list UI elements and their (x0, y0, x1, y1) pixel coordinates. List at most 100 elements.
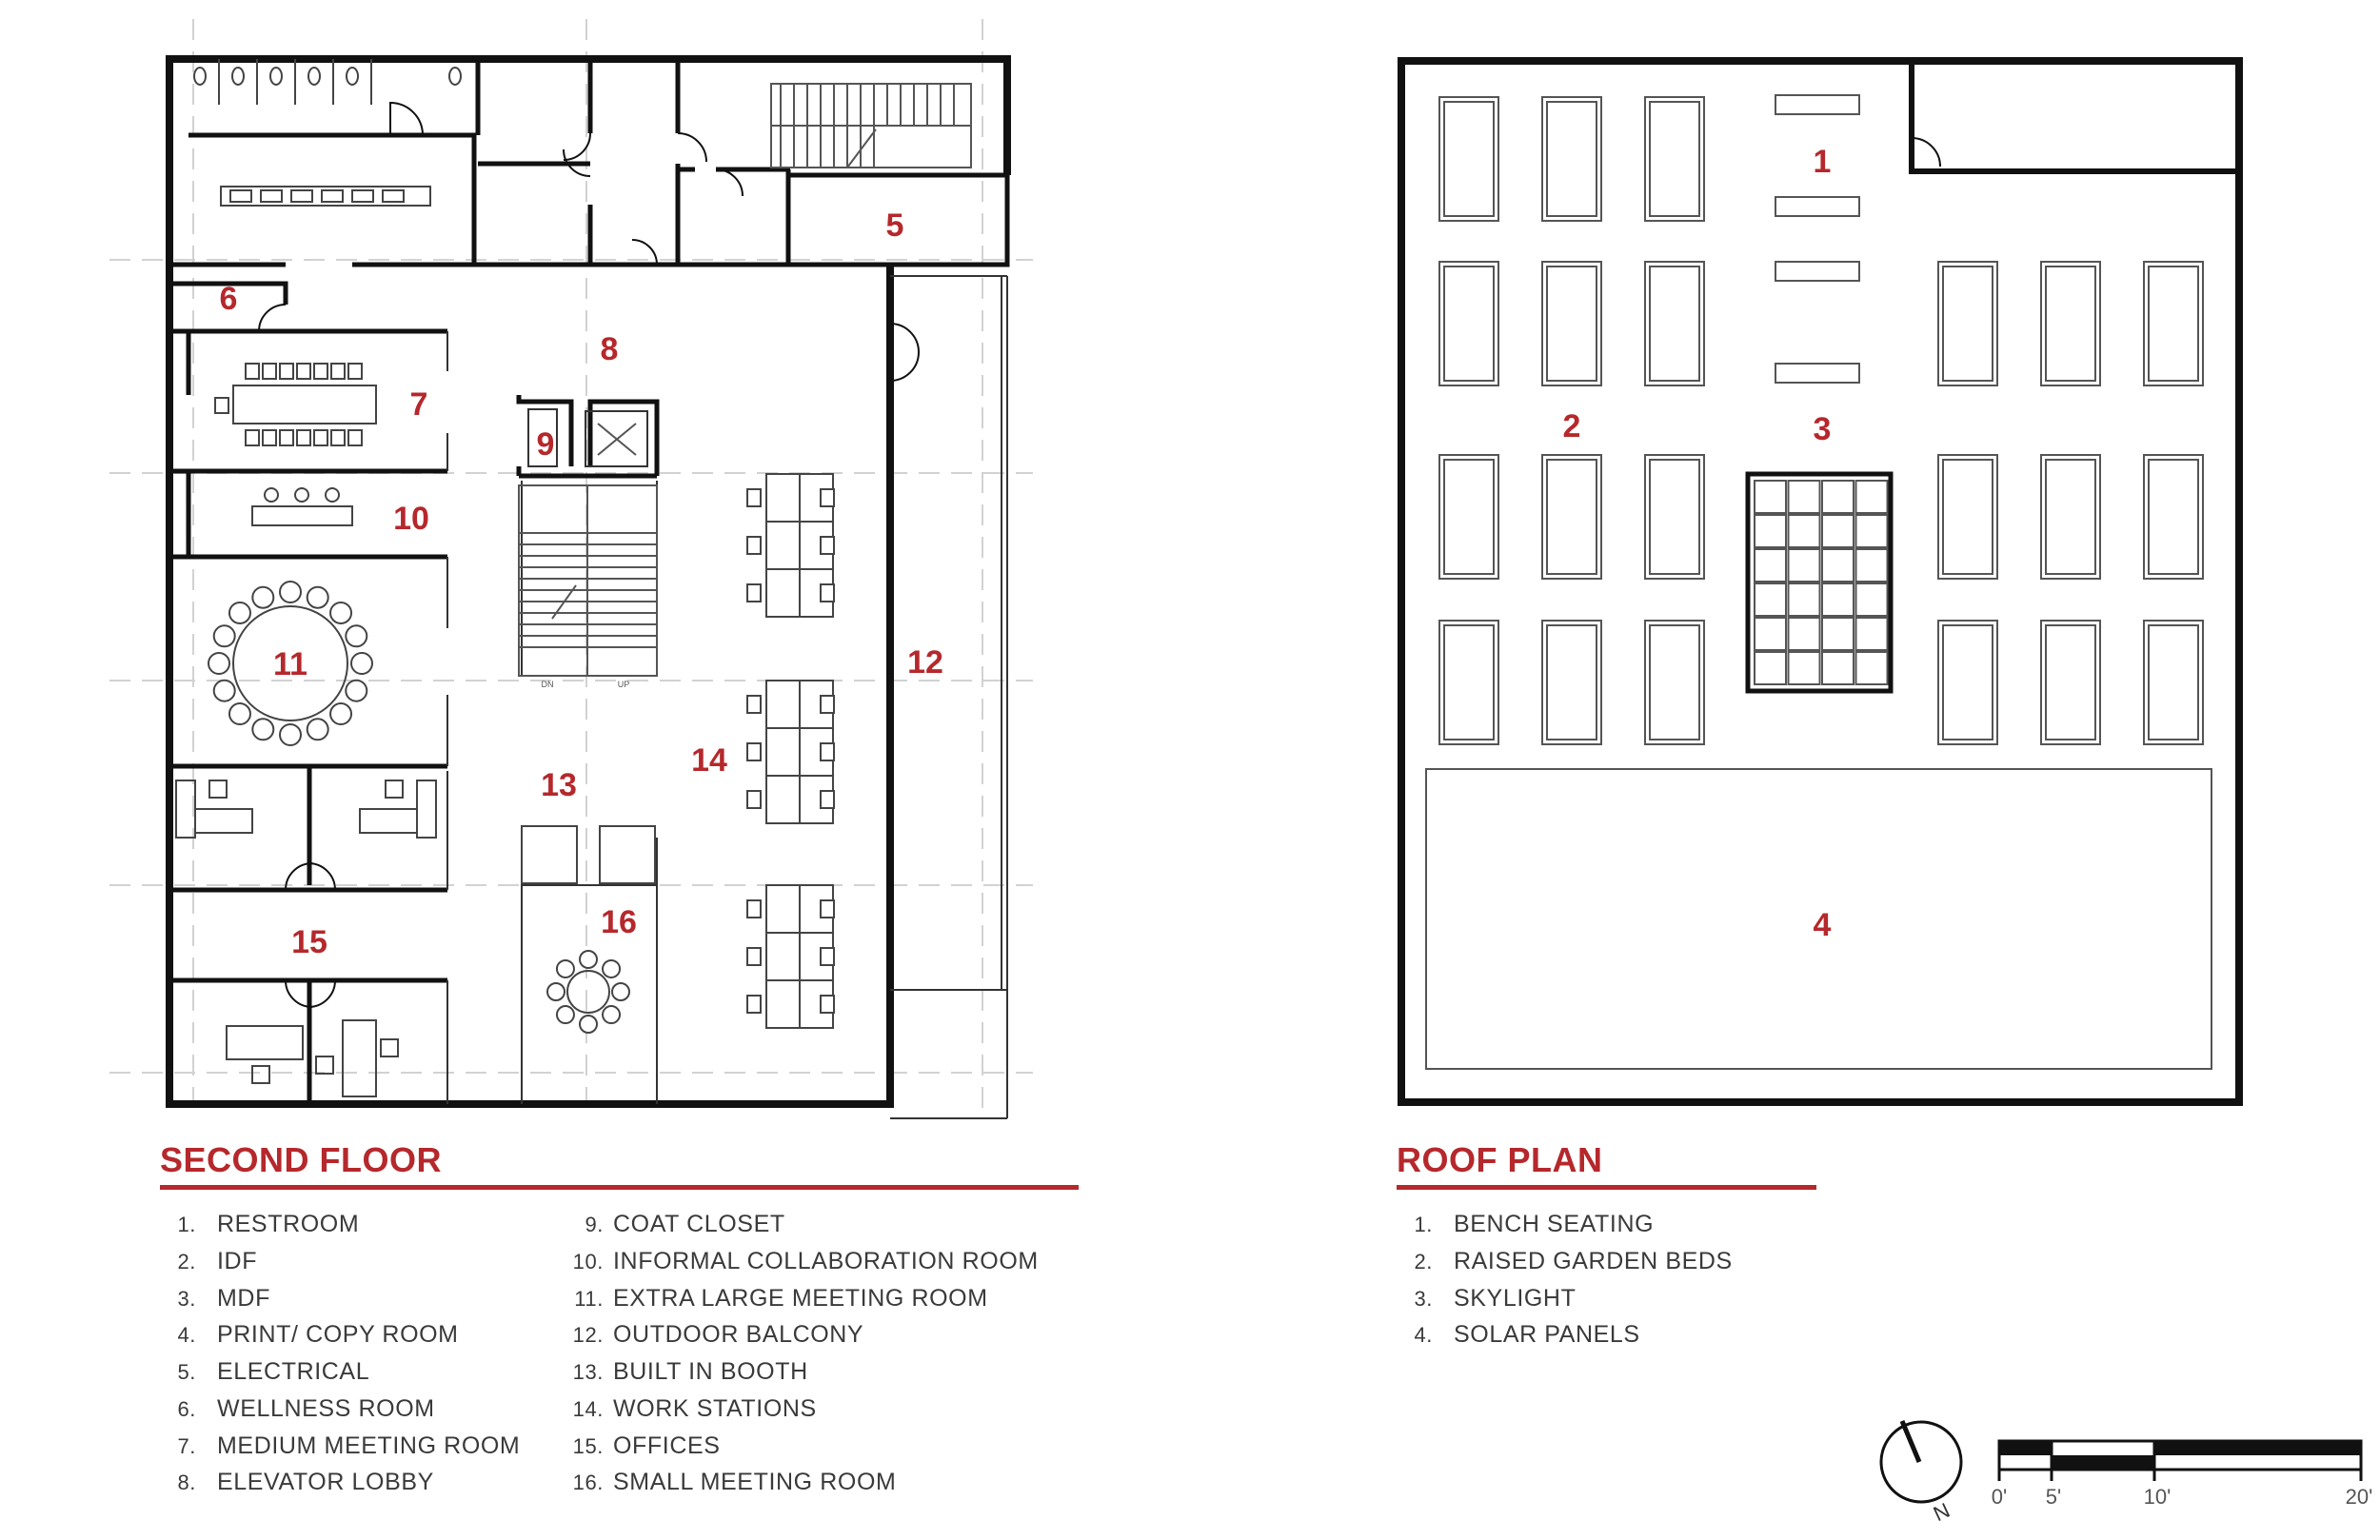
garden-bed-inner (1942, 624, 1993, 740)
desk (765, 473, 801, 523)
garden-bed-inner (1649, 459, 1700, 575)
workstation-desks (746, 473, 835, 1029)
chair (746, 583, 762, 602)
skylight-pane (1821, 617, 1854, 651)
chair (602, 958, 622, 978)
legend-item: 3.MDF (169, 1285, 520, 1322)
door-swings (258, 101, 920, 1008)
legend-item-number: 1. (1414, 1213, 1433, 1236)
skylight-pane (1754, 480, 1787, 514)
scale-tick-20: 20' (2346, 1485, 2373, 1509)
legend-item-label: MDF (217, 1284, 270, 1312)
room-tag-10: 10 (393, 501, 429, 537)
scale-tick-10: 10' (2144, 1485, 2172, 1509)
garden-bed-inner (2148, 459, 2199, 575)
legend-item-label: RAISED GARDEN BEDS (1454, 1247, 1733, 1274)
desk (765, 727, 801, 777)
legend-item-number: 4. (177, 1323, 196, 1348)
chair (746, 899, 762, 918)
skylight-pane (1787, 480, 1821, 514)
bench-seating (1775, 94, 1860, 384)
legend-item: 9.COAT CLOSET (567, 1211, 1039, 1248)
legend-item: 4.SOLAR PANELS (1406, 1321, 1733, 1358)
desk (765, 775, 801, 824)
garden-bed-inner (2148, 266, 2199, 382)
second-floor-plan: DN UP (109, 19, 1033, 1119)
legend-item-label: MEDIUM MEETING ROOM (217, 1431, 521, 1459)
legend-item-number: 16. (572, 1471, 604, 1495)
room-tag-16: 16 (601, 904, 637, 940)
legend-item-label: WELLNESS ROOM (217, 1394, 435, 1422)
legend-item-label: RESTROOM (217, 1211, 360, 1237)
skylight-pane (1754, 582, 1787, 617)
legend-item-label: WORK STATIONS (613, 1394, 817, 1422)
garden-bed-inner (2045, 624, 2096, 740)
legend-item-number: 2. (1414, 1249, 1433, 1273)
skylight-pane (1821, 651, 1854, 685)
skylight-pane (1854, 582, 1889, 617)
roof-tag-1: 1 (1814, 144, 1832, 180)
legend-item-number: 6. (177, 1396, 196, 1421)
chair (820, 695, 835, 714)
roof-plan-title-rule (1397, 1185, 1816, 1190)
skylight-pane (1854, 514, 1889, 548)
chair (228, 601, 251, 624)
garden-bed-inner (1546, 266, 1597, 382)
chair (555, 1005, 575, 1025)
legend-item-label: ELEVATOR LOBBY (217, 1469, 434, 1496)
legend-item: 1.BENCH SEATING (1406, 1211, 1733, 1248)
roof-tag-3: 3 (1814, 411, 1832, 447)
roof-tag-4: 4 (1814, 907, 1832, 943)
garden-bed (1644, 261, 1705, 386)
skylight-pane (1754, 514, 1787, 548)
garden-bed-inner (1942, 459, 1993, 575)
chair (546, 982, 565, 1001)
north-arrow-label: N (1930, 1498, 1954, 1526)
chair (746, 742, 762, 761)
skylight-pane (1854, 480, 1889, 514)
legend-item: 1.RESTROOM (169, 1211, 520, 1248)
legend-item: 4.PRINT/ COPY ROOM (169, 1321, 520, 1358)
legend-item-number: 10. (572, 1249, 604, 1273)
interior-walls (169, 59, 1010, 1104)
chair (746, 790, 762, 809)
chair (228, 702, 251, 726)
roof-plan: 1 2 3 4 (1398, 57, 2243, 1106)
legend-item-number: 4. (1414, 1323, 1433, 1348)
legend-item-label: OUTDOOR BALCONY (613, 1321, 864, 1349)
chair (350, 652, 373, 675)
garden-bed (1541, 261, 1602, 386)
garden-bed (1541, 454, 1602, 580)
legend-item: 7.MEDIUM MEETING ROOM (169, 1432, 520, 1470)
room-tag-12: 12 (907, 644, 943, 681)
garden-bed (2143, 261, 2204, 386)
chair (306, 585, 329, 609)
skylight-pane (1787, 651, 1821, 685)
room-tag-11: 11 (273, 646, 307, 682)
skylight-pane (1787, 548, 1821, 582)
legend-item-number: 14. (572, 1396, 604, 1421)
garden-bed-inner (2148, 624, 2199, 740)
legend-item-number: 5. (177, 1360, 196, 1384)
chair (212, 624, 236, 648)
garden-bed-inner (1443, 101, 1495, 217)
desk (765, 979, 801, 1029)
roof-walls (1398, 57, 2243, 1106)
garden-bed (1937, 620, 1998, 745)
chair (279, 723, 302, 746)
garden-bed (2040, 620, 2101, 745)
chair (345, 679, 368, 702)
legend-item: 2.IDF (169, 1248, 520, 1285)
chair (208, 652, 230, 675)
legend-item: 8.ELEVATOR LOBBY (169, 1469, 520, 1506)
chair (306, 718, 329, 741)
legend-item: 16.SMALL MEETING ROOM (567, 1469, 1039, 1506)
north-arrow-circle (1879, 1420, 1963, 1504)
desk (765, 568, 801, 618)
legend-item-label: IDF (217, 1247, 258, 1274)
legend-item-label: OFFICES (613, 1431, 721, 1459)
skylight-pane (1787, 617, 1821, 651)
garden-bed-inner (2045, 459, 2096, 575)
legend-item-number: 15. (572, 1433, 604, 1458)
